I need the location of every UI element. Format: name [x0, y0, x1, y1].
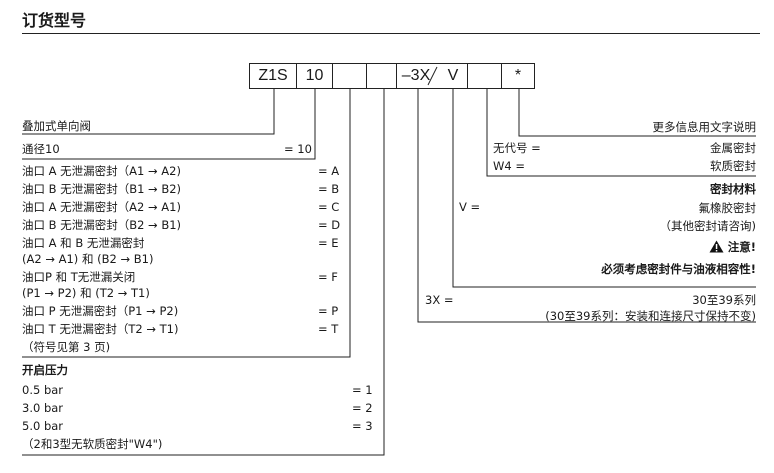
option-d-eq: = D	[318, 218, 341, 232]
code-box-pressure	[367, 63, 397, 89]
cracking-pressure-title: 开启压力	[22, 363, 68, 377]
leader-series	[417, 89, 756, 323]
option-t-label: 油口 T 无泄漏密封（T2 → T1)	[22, 322, 179, 336]
option-a-label: 油口 A 无泄漏密封（A1 → A2)	[22, 164, 181, 178]
code-box-star: *	[502, 63, 535, 89]
leader-valve-type	[22, 89, 275, 135]
code-box-option	[333, 63, 367, 89]
code-box-series-seal: –3X V	[397, 63, 468, 89]
size-label: 通径10	[22, 142, 60, 156]
series-label: 3X =	[425, 293, 454, 307]
code-box-blank	[468, 63, 502, 89]
v-value: 氟橡胶密封	[698, 201, 757, 215]
seal-material-title: 密封材料	[710, 182, 756, 196]
leader-more-info	[518, 89, 756, 137]
option-b-label: 油口 B 无泄漏密封（B1 → B2)	[22, 182, 182, 196]
leader-size	[22, 89, 316, 160]
pressure-3-0-label: 3.0 bar	[22, 401, 64, 415]
title-divider	[22, 33, 760, 34]
code-box-series: Z1S	[249, 63, 297, 89]
option-p-label: 油口 P 无泄漏密封（P1 → P2)	[22, 304, 179, 318]
code-box-size: 10	[297, 63, 333, 89]
other-seals-note: （其他密封请咨询)	[659, 219, 757, 233]
pressure-5-0-label: 5.0 bar	[22, 419, 64, 433]
code-series-text: –3X	[401, 67, 431, 84]
option-f-label: 油口P 和 T无泄漏关闭	[22, 270, 136, 284]
leader-pressure	[22, 89, 385, 456]
w4-value: 软质密封	[710, 159, 756, 173]
leader-seal-material	[452, 89, 756, 288]
more-info-label: 更多信息用文字说明	[652, 120, 757, 134]
option-b-eq: = B	[318, 182, 340, 196]
code-seal-text: V	[447, 67, 459, 84]
option-e-eq: = E	[318, 236, 339, 250]
option-e-detail: (A2 → A1) 和 (B2 → B1)	[22, 252, 154, 266]
warning-icon	[709, 240, 724, 253]
pressure-0-5-label: 0.5 bar	[22, 383, 64, 397]
pressure-5-0-eq: = 3	[352, 419, 373, 433]
series-note: (30至39系列：安装和连接尺寸保持不变)	[545, 309, 756, 323]
valve-type-label: 叠加式单向阀	[22, 119, 91, 133]
attention-label: 注意!	[727, 240, 756, 254]
no-code-value: 金属密封	[710, 141, 756, 155]
symbol-note: （符号见第 3 页)	[22, 340, 111, 354]
option-c-label: 油口 A 无泄漏密封（A2 → A1)	[22, 200, 181, 214]
pressure-note: （2和3型无软质密封"W4")	[22, 437, 163, 451]
option-a-eq: = A	[318, 164, 340, 178]
no-code-label: 无代号 =	[493, 141, 541, 155]
w4-label: W4 =	[493, 159, 525, 173]
v-label: V =	[459, 200, 481, 214]
option-d-label: 油口 B 无泄漏密封（B2 → B1)	[22, 218, 182, 232]
pressure-0-5-eq: = 1	[352, 383, 373, 397]
option-f-detail: (P1 → P2) 和 (T2 → T1)	[22, 286, 150, 300]
leader-option	[22, 89, 351, 358]
attention-row: 注意!	[709, 240, 756, 254]
size-eq: = 10	[284, 142, 312, 156]
series-value: 30至39系列	[692, 293, 756, 307]
page-title: 订货型号	[22, 11, 87, 30]
compatibility-note: 必须考虑密封件与油液相容性!	[601, 262, 756, 276]
option-c-eq: = C	[318, 200, 340, 214]
option-e-label: 油口 A 和 B 无泄漏密封	[22, 236, 145, 250]
option-p-eq: = P	[318, 304, 339, 318]
pressure-3-0-eq: = 2	[352, 401, 373, 415]
option-t-eq: = T	[318, 322, 339, 336]
option-f-eq: = F	[318, 270, 338, 284]
leader-seal-type	[486, 89, 756, 177]
